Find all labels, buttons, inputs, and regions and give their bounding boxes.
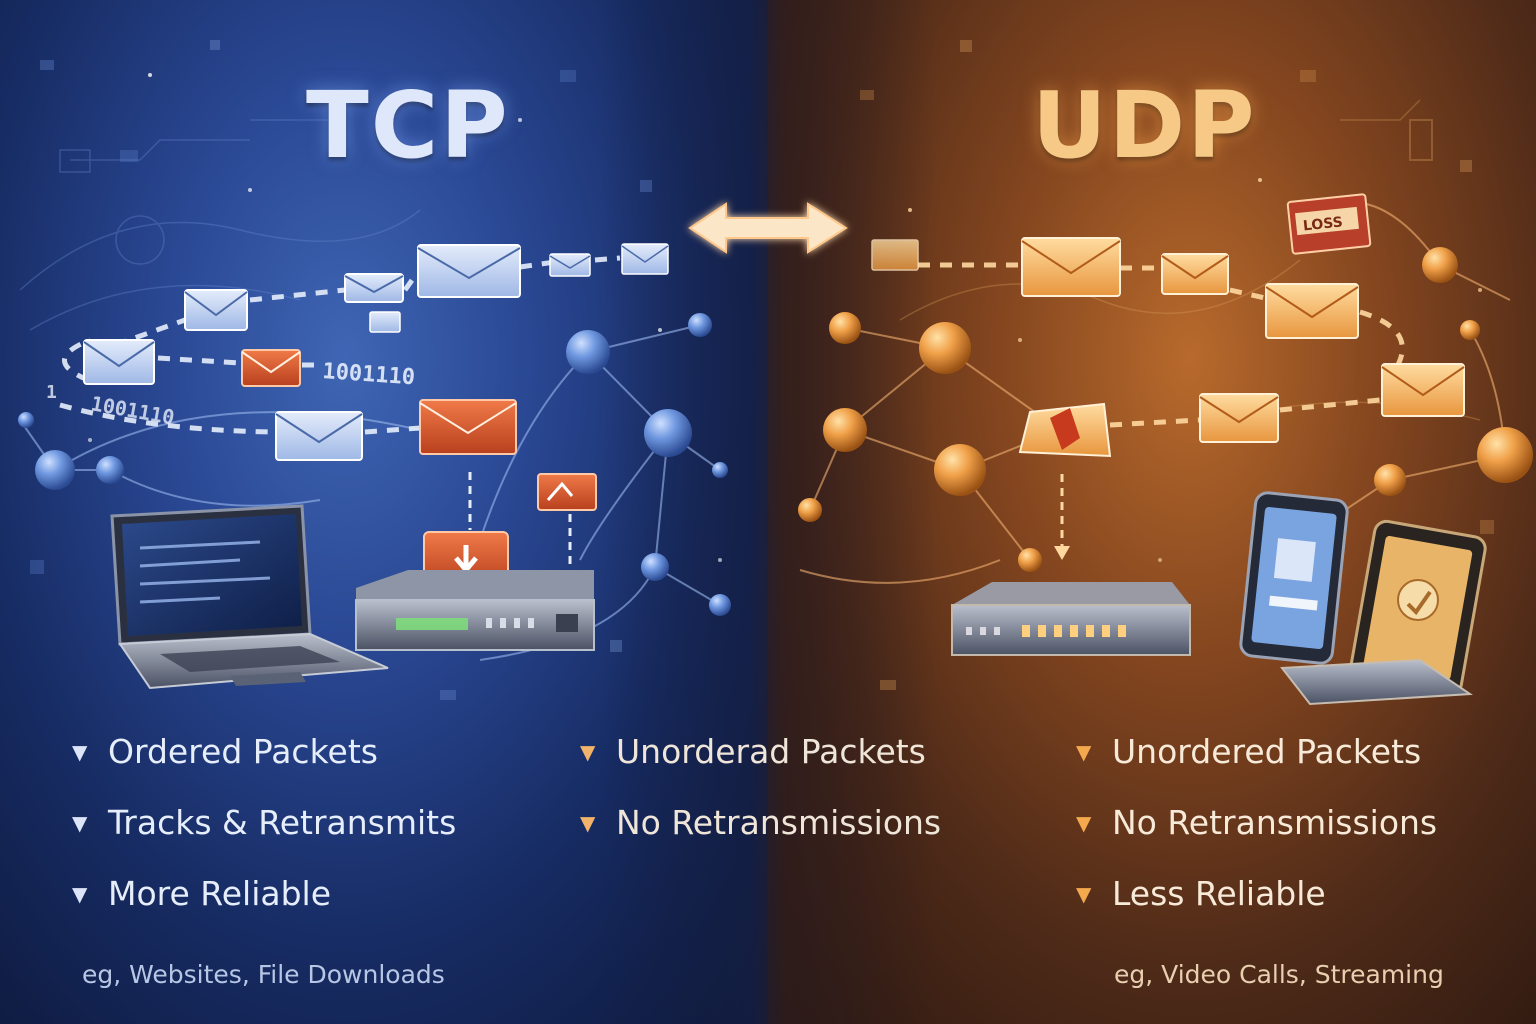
envelope-icon (241, 349, 301, 387)
loss-envelope-icon: LOSS (1286, 193, 1372, 255)
bidirectional-arrow-icon (688, 202, 848, 254)
udp-feature-item: ▼ No Retransmissions (1076, 803, 1437, 843)
envelope-icon (419, 399, 517, 455)
middle-feature-label: No Retransmissions (616, 803, 942, 842)
middle-feature-label: Unorderad Packets (616, 732, 926, 771)
router-icon (951, 582, 1191, 656)
tcp-packet-flow (59, 255, 621, 435)
tcp-example: eg, Websites, File Downloads (82, 960, 445, 989)
udp-feature-item: ▼ Less Reliable (1076, 874, 1326, 914)
envelope-icon (417, 244, 521, 298)
tablet-icon (1280, 519, 1487, 706)
middle-feature-item: ▼ Unorderad Packets (580, 732, 926, 772)
udp-packet-flow (918, 262, 1405, 428)
tcp-feature-label: Tracks & Retransmits (108, 803, 457, 842)
triangle-bullet-icon: ▼ (72, 811, 88, 835)
tcp-feature-label: Ordered Packets (108, 732, 378, 771)
binary-text-left: 1001110 (89, 391, 176, 429)
envelope-icon (1381, 363, 1465, 417)
binary-text-top: 1001110 (322, 359, 416, 390)
envelope-icon (184, 289, 248, 331)
tcp-feature-item: ▼ Tracks & Retransmits (72, 803, 456, 843)
triangle-bullet-icon: ▼ (1076, 882, 1092, 906)
background-particles (30, 40, 1494, 700)
triangle-bullet-icon: ▼ (580, 811, 596, 835)
binary-text-small: 1 (46, 382, 57, 403)
envelope-icon (1021, 237, 1121, 297)
laptop-icon (110, 504, 389, 690)
triangle-bullet-icon: ▼ (72, 882, 88, 906)
udp-envelopes: LOSS (871, 193, 1465, 458)
envelope-icon (369, 311, 401, 333)
triangle-bullet-icon: ▼ (1076, 740, 1092, 764)
udp-feature-item: ▼ Unordered Packets (1076, 732, 1421, 772)
udp-example: eg, Video Calls, Streaming (1114, 960, 1444, 989)
smartphone-icon (1239, 491, 1349, 665)
tcp-feature-item: ▼ More Reliable (72, 874, 331, 914)
udp-feature-label: Unordered Packets (1112, 732, 1422, 771)
tcp-feature-item: ▼ Ordered Packets (72, 732, 378, 772)
envelope-icon (1199, 393, 1279, 443)
udp-title: UDP (1032, 72, 1257, 179)
loss-label: LOSS (1302, 214, 1343, 234)
udp-network-nodes (798, 247, 1533, 572)
circuit-lines (19, 99, 421, 331)
envelope-icon (549, 253, 591, 277)
envelope-icon (83, 339, 155, 385)
triangle-bullet-icon: ▼ (580, 740, 596, 764)
tcp-envelopes (83, 243, 669, 587)
envelope-icon (537, 473, 597, 511)
triangle-bullet-icon: ▼ (72, 740, 88, 764)
envelope-icon (871, 239, 919, 271)
tcp-network-nodes (18, 313, 731, 616)
envelope-icon (1265, 283, 1359, 339)
torn-envelope-icon (1018, 402, 1112, 458)
envelope-icon (1161, 253, 1229, 295)
tcp-title: TCP (306, 72, 510, 179)
udp-feature-label: Less Reliable (1112, 874, 1326, 913)
envelope-icon (275, 411, 363, 461)
triangle-bullet-icon: ▼ (1076, 811, 1092, 835)
udp-drop-arrow (1054, 474, 1070, 560)
tcp-feature-label: More Reliable (108, 874, 332, 913)
envelope-icon (344, 273, 404, 303)
udp-feature-label: No Retransmissions (1112, 803, 1438, 842)
router-icon (355, 570, 595, 651)
middle-feature-item: ▼ No Retransmissions (580, 803, 941, 843)
sparkle-stars (88, 73, 1482, 562)
envelope-icon (621, 243, 669, 275)
